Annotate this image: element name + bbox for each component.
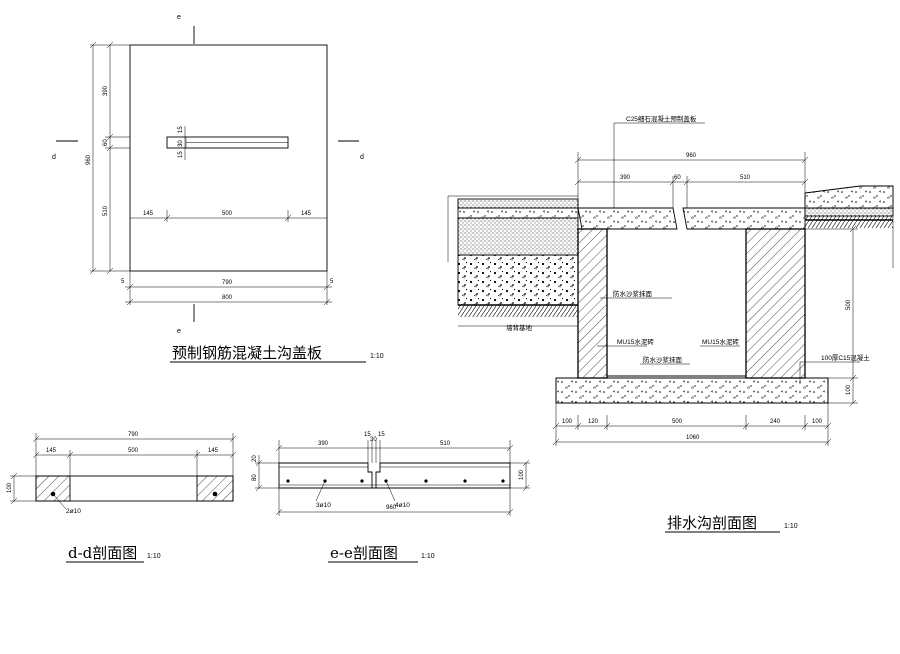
plan-dim-bottom-800: 800 — [222, 295, 233, 301]
plan-mark-e-top: e — [177, 14, 181, 21]
ee-dim-960: 960 — [386, 505, 397, 511]
dd-dim-790: 790 — [128, 432, 139, 438]
dd-hatch-left — [35, 475, 71, 502]
ditch-title: 排水沟剖面图 — [667, 514, 757, 532]
ee-dim-30: 30 — [370, 437, 377, 443]
plan-dim-bottom-5a: 5 — [121, 279, 125, 285]
plan-dim-left-60: 60 — [103, 139, 109, 146]
ditch-dim-bottom-240: 240 — [770, 419, 781, 425]
ee-dim-side-80: 80 — [252, 474, 258, 481]
dd-hatch-right — [196, 475, 234, 502]
ditch-label-subgrade: 墙背基地 — [506, 323, 533, 332]
ee-dim-15a: 15 — [364, 432, 371, 438]
ee-title: e-e剖面图 — [330, 544, 398, 562]
ditch-left-stone-layer — [457, 217, 579, 256]
dd-scale: 1:10 — [147, 553, 161, 560]
ditch-left-base-layer — [457, 254, 579, 306]
dd-dim-500: 500 — [128, 448, 139, 454]
plan-dim-bottom-5b: 5 — [330, 279, 334, 285]
ee-dim-390: 390 — [318, 441, 329, 447]
ditch-cover-label: C25细石混凝土预制盖板 — [626, 114, 697, 123]
ee-rebar-dots — [286, 479, 505, 483]
ee-dim-side-20: 20 — [252, 455, 258, 462]
ditch-label-masonry-right: MU15水泥砖 — [702, 337, 739, 346]
plan-dim-inner-145b: 145 — [301, 211, 312, 217]
plan-mark-d-right: d — [360, 154, 364, 161]
plan-scale: 1:10 — [370, 353, 384, 360]
plan-dim-bottom-790: 790 — [222, 280, 233, 286]
section-ditch: 墙背基地 960 390 60 510 — [447, 114, 894, 533]
ditch-dim-bottom-120: 120 — [588, 419, 599, 425]
ditch-wall-right — [745, 228, 806, 379]
ditch-dim-bottom-100b: 100 — [812, 419, 823, 425]
plan-mark-e-bottom: e — [177, 328, 181, 335]
ee-dim-510: 510 — [440, 441, 451, 447]
ditch-left-surface-layer — [457, 198, 579, 209]
ditch-cover-slab-right — [682, 207, 806, 230]
dd-dim-145b: 145 — [208, 448, 219, 454]
plan-slab-outline — [129, 44, 328, 272]
ditch-dim-right-100: 100 — [846, 384, 852, 395]
plan-dim-left-510: 510 — [103, 205, 109, 216]
ditch-wall-left — [577, 228, 608, 379]
dd-rebar-label: 2ø10 — [66, 508, 81, 515]
section-dd: 2ø10 790 145 500 145 100 d-d剖面图 1:10 — [7, 432, 237, 563]
ditch-dim-960: 960 — [686, 153, 697, 159]
plan-dim-left-390: 390 — [103, 85, 109, 96]
ditch-left-soil — [458, 305, 578, 317]
dd-dim-side-100: 100 — [7, 482, 13, 493]
ee-dim-15b: 15 — [378, 432, 385, 438]
ditch-dim-bottom-1060: 1060 — [686, 435, 700, 441]
dd-title: d-d剖面图 — [68, 544, 137, 562]
ditch-dim-bottom-500: 500 — [672, 419, 683, 425]
ditch-dim-right-500: 500 — [846, 299, 852, 310]
ee-rebar-left-label: 3ø10 — [316, 502, 331, 509]
plan-dim-inner-500: 500 — [222, 211, 233, 217]
ditch-right-surface — [804, 185, 894, 209]
ditch-base-slab — [555, 377, 829, 404]
ditch-scale: 1:10 — [784, 523, 798, 530]
plan-mark-d-left: d — [52, 154, 56, 161]
dd-dim-145a: 145 — [46, 448, 57, 454]
ditch-label-plaster-bottom: 防水沙浆抹面 — [643, 355, 683, 364]
ee-scale: 1:10 — [421, 553, 435, 560]
plan-view: e e d d 390 60 510 960 15 30 15 145 — [52, 14, 384, 363]
plan-dim-slot-15a: 15 — [178, 126, 184, 133]
ee-rebar-right-label: 4ø10 — [395, 502, 410, 509]
ditch-dim-60: 60 — [674, 175, 681, 181]
plan-title: 预制钢筋混凝土沟盖板 — [172, 344, 322, 362]
ditch-label-masonry-left: MU15水泥砖 — [617, 337, 654, 346]
section-ee: 3ø10 4ø10 390 15 30 15 510 20 80 100 — [252, 432, 530, 563]
ditch-dim-510: 510 — [740, 175, 751, 181]
ditch-label-base: 100厚C15混凝土 — [821, 353, 870, 362]
ditch-cover-slab-left — [577, 207, 678, 230]
ditch-right-dense-layer — [804, 207, 894, 217]
ditch-dim-bottom-100a: 100 — [562, 419, 573, 425]
plan-dim-inner-145a: 145 — [143, 211, 154, 217]
ditch-label-plaster-left: 防水沙浆抹面 — [613, 289, 653, 298]
ditch-left-sand-layer — [457, 207, 579, 219]
plan-dim-left-960: 960 — [86, 154, 92, 165]
dd-rebar-right — [212, 491, 218, 497]
plan-dim-slot-30: 30 — [178, 140, 184, 147]
ditch-right-soil — [805, 216, 893, 228]
ee-dim-side-100: 100 — [519, 469, 525, 480]
plan-dim-slot-15b: 15 — [178, 151, 184, 158]
ditch-dim-390: 390 — [620, 175, 631, 181]
